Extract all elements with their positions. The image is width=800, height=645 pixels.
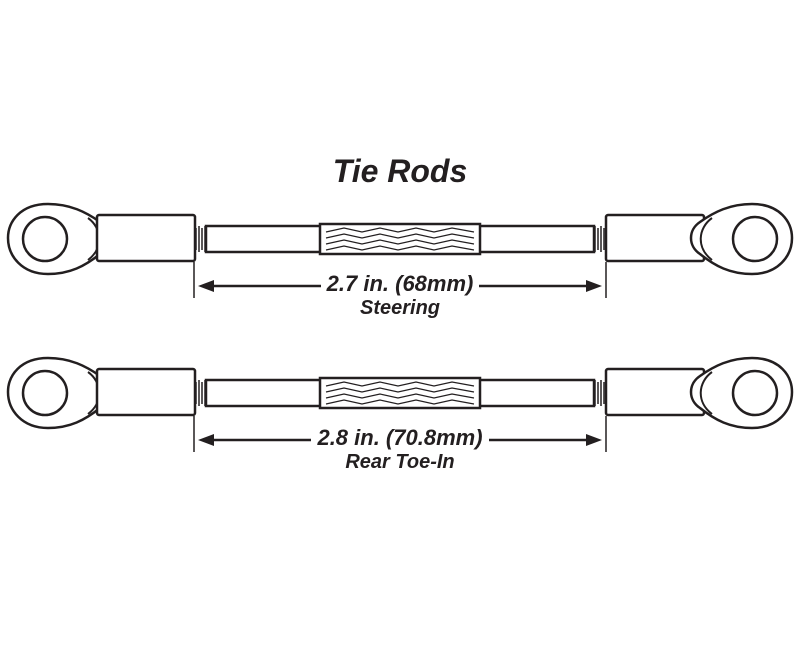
diagram-title: Tie Rods xyxy=(332,153,468,189)
caption-steering: Steering xyxy=(359,297,441,319)
dimension-label-rear-toe-in: 2.8 in. (70.8mm) Rear Toe-In xyxy=(0,425,800,474)
caption-rear-toe-in: Rear Toe-In xyxy=(345,451,455,473)
measurement-steering: 2.7 in. (68mm) xyxy=(320,271,480,296)
dimension-label-steering: 2.7 in. (68mm) Steering xyxy=(0,271,800,320)
measurement-rear-toe-in: 2.8 in. (70.8mm) xyxy=(311,425,489,450)
